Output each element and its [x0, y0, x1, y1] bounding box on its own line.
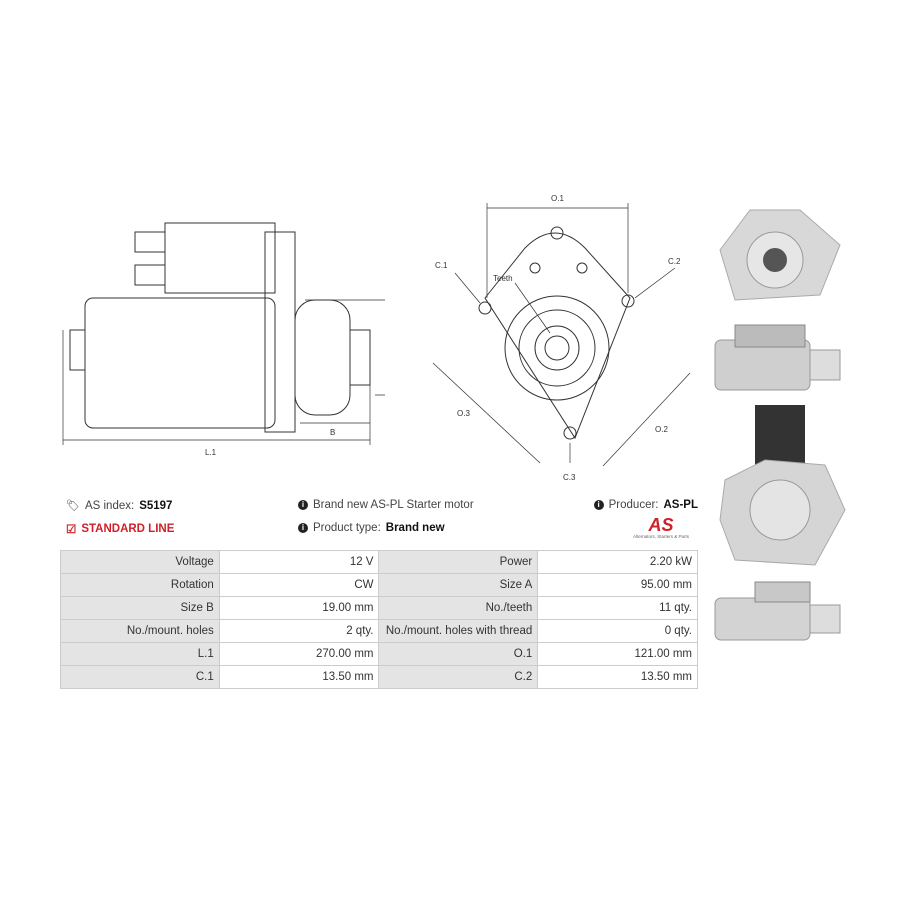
spec-value: 2 qty.: [218, 619, 380, 643]
standard-line-label: STANDARD LINE: [81, 523, 175, 535]
photo-rear: [719, 405, 846, 566]
dim-o3: O.3: [457, 409, 470, 418]
spec-label: Power: [378, 550, 539, 574]
as-index-label: AS index:: [84, 499, 135, 512]
spec-label: O.1: [378, 642, 539, 666]
standard-line: ☑ STANDARD LINE: [66, 522, 174, 536]
spec-label: Rotation: [60, 573, 220, 597]
producer-value: AS-PL: [663, 499, 699, 511]
dim-c1: C.1: [435, 261, 448, 270]
spec-label: Size B: [60, 596, 220, 620]
spec-label: No./teeth: [378, 596, 539, 620]
side-view-diagram: L.1 B A: [62, 222, 385, 457]
spec-value: 95.00 mm: [537, 573, 698, 597]
producer: i Producer: AS-PL: [593, 499, 699, 511]
photo-side-2: [714, 581, 841, 641]
as-pl-logo: AS Alternators, Starters & Parts: [622, 516, 700, 539]
spec-value: 270.00 mm: [218, 642, 380, 666]
dim-teeth: Teeth: [493, 274, 513, 283]
checkbox-icon: ☑: [66, 524, 77, 536]
spec-value: 12 V: [218, 550, 380, 574]
producer-label: Producer:: [608, 499, 659, 511]
spec-value: 13.50 mm: [218, 665, 380, 689]
spec-label: No./mount. holes with thread: [378, 619, 539, 643]
spec-value: 121.00 mm: [537, 642, 698, 666]
photo-side: [714, 324, 841, 391]
spec-label: Voltage: [60, 550, 220, 574]
spec-label: C.1: [60, 665, 220, 689]
spec-label: No./mount. holes: [60, 619, 220, 643]
spec-value: 11 qty.: [537, 596, 698, 620]
spec-value: CW: [218, 573, 380, 597]
info-icon: i: [298, 500, 308, 510]
product-type: i Product type: Brand new: [298, 522, 445, 534]
logo-text: AS: [648, 515, 674, 535]
brand-new-text: Brand new AS-PL Starter motor: [313, 499, 474, 511]
dim-o2: O.2: [655, 425, 668, 434]
info-icon: i: [298, 523, 308, 533]
brand-new-info: i Brand new AS-PL Starter motor: [298, 499, 474, 511]
spec-value: 19.00 mm: [218, 596, 380, 620]
as-index-value: S5197: [139, 499, 173, 512]
dim-c3: C.3: [563, 473, 576, 482]
front-view-diagram: O.1 C.1 C.2 Teeth O.3 O.2 C.3: [432, 194, 691, 482]
info-icon: i: [593, 500, 604, 510]
dim-b: B: [330, 428, 335, 437]
spec-label: C.2: [378, 665, 539, 689]
product-type-value: Brand new: [385, 522, 445, 534]
spec-label: L.1: [60, 642, 220, 666]
spec-value: 0 qty.: [537, 619, 698, 643]
spec-label: Size A: [378, 573, 539, 597]
as-index: 🏷 AS index: S5197: [66, 499, 173, 513]
spec-value: 2.20 kW: [537, 550, 698, 574]
dim-l1: L.1: [205, 448, 217, 457]
product-type-label: Product type:: [313, 522, 381, 534]
spec-value: 13.50 mm: [537, 665, 698, 689]
tag-icon: 🏷: [66, 500, 80, 512]
logo-tagline: Alternators, Starters & Parts: [632, 534, 690, 539]
product-photos: [714, 209, 846, 641]
dim-c2: C.2: [668, 257, 681, 266]
dim-o1: O.1: [551, 194, 564, 203]
photo-front: [719, 209, 841, 301]
